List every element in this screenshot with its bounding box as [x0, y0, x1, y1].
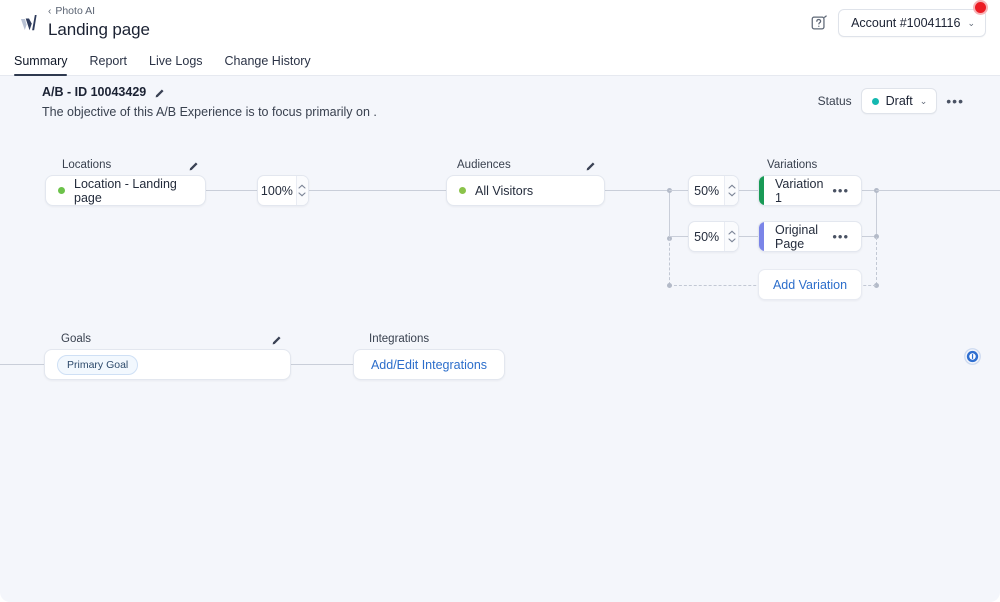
tab-live-logs[interactable]: Live Logs	[149, 54, 203, 68]
variation-card-1[interactable]: Variation 1 •••	[758, 175, 862, 206]
tab-summary[interactable]: Summary	[14, 53, 68, 76]
variation-card-2[interactable]: Original Page •••	[758, 221, 862, 252]
variation-1-label: Variation 1	[775, 176, 824, 205]
chevron-down-icon: ⌄	[967, 17, 975, 28]
location-weight-arrows[interactable]	[295, 176, 308, 205]
connector-joint-add-variation	[667, 283, 672, 288]
connector-weight-to-variation-2	[739, 236, 758, 237]
connector-merge-to-offscreen	[876, 190, 1000, 191]
variation-1-weight-arrows[interactable]	[724, 176, 738, 205]
connector-variation-2-to-merge	[862, 236, 876, 237]
connector-variation-1-to-merge	[862, 190, 876, 191]
location-card-label: Location - Landing page	[74, 176, 177, 205]
experience-more-menu-icon[interactable]: •••	[946, 93, 964, 109]
header-title-block: ‹ Photo AI Landing page	[48, 5, 150, 41]
section-label-integrations: Integrations	[369, 333, 430, 345]
connector-audience-to-split	[605, 190, 669, 191]
variation-2-weight-arrows[interactable]	[724, 222, 738, 251]
experience-id-row: A/B - ID 10043429	[42, 84, 377, 100]
variation-2-more-menu-icon[interactable]: •••	[832, 228, 849, 244]
variation-1-accent-bar	[759, 176, 764, 205]
connector-split-to-weight-2	[669, 236, 688, 237]
location-status-dot	[58, 187, 65, 194]
primary-goal-badge: Primary Goal	[57, 354, 139, 375]
status-indicator-dot	[871, 97, 879, 105]
connector-weight-to-audience	[309, 190, 446, 191]
page-title: Landing page	[48, 20, 150, 39]
connector-joint-merge-bottom	[874, 234, 879, 239]
connector-merge-vertical	[876, 190, 877, 237]
recording-indicator-dot	[973, 0, 988, 15]
connector-dashed-to-add-variation	[669, 285, 781, 286]
variation-1-weight-value[interactable]: 50%	[694, 183, 720, 198]
add-edit-integrations-button[interactable]: Add/Edit Integrations	[353, 349, 505, 380]
account-label: Account #10041116	[851, 16, 961, 30]
chevron-down-icon	[728, 192, 736, 197]
section-label-goals: Goals	[61, 333, 92, 345]
breadcrumb[interactable]: ‹ Photo AI	[48, 5, 150, 18]
edit-experience-pencil-icon[interactable]	[154, 87, 165, 98]
tab-report[interactable]: Report	[89, 54, 128, 68]
variation-1-weight-stepper[interactable]: 50%	[688, 175, 739, 206]
target-circle-icon[interactable]	[964, 348, 981, 365]
header-actions: Account #10041116 ⌄	[810, 0, 988, 37]
connector-weight-to-variation-1	[739, 190, 758, 191]
account-dropdown[interactable]: Account #10041116 ⌄	[838, 9, 986, 37]
status-label: Status	[817, 94, 852, 108]
connector-location-to-weight	[206, 190, 257, 191]
variation-2-accent-bar	[759, 222, 764, 251]
experience-canvas: A/B - ID 10043429 The objective of this …	[0, 76, 1000, 602]
webtrends-optimize-logo[interactable]	[14, 7, 44, 41]
section-label-locations: Locations	[62, 159, 112, 171]
location-weight-stepper[interactable]: 100%	[257, 175, 309, 206]
connector-offscreen-to-goal	[0, 364, 44, 365]
chevron-up-icon	[298, 184, 306, 189]
variation-1-more-menu-icon[interactable]: •••	[832, 182, 849, 198]
variation-2-weight-stepper[interactable]: 50%	[688, 221, 739, 252]
add-variation-button[interactable]: Add Variation	[758, 269, 862, 300]
connector-merge-dashed-vertical	[876, 237, 877, 285]
connector-split-dashed-vertical	[669, 238, 670, 285]
tab-bar: Summary Report Live Logs Change History	[0, 48, 1000, 76]
tab-change-history[interactable]: Change History	[224, 54, 311, 68]
help-question-box-icon[interactable]	[810, 14, 828, 32]
variation-2-weight-value[interactable]: 50%	[694, 229, 720, 244]
section-label-audiences: Audiences	[457, 159, 511, 171]
chevron-up-icon	[728, 184, 736, 189]
edit-goals-pencil-icon[interactable]	[271, 333, 282, 345]
audience-card[interactable]: All Visitors	[446, 175, 605, 206]
edit-audiences-pencil-icon[interactable]	[585, 159, 596, 171]
status-dropdown[interactable]: Draft ⌄	[860, 88, 938, 114]
goals-card[interactable]: Primary Goal	[44, 349, 291, 380]
experience-objective: The objective of this A/B Experience is …	[42, 105, 377, 119]
connector-split-to-weight-1	[669, 190, 688, 191]
experience-id: A/B - ID 10043429	[42, 85, 147, 99]
connector-split-vertical	[669, 190, 670, 238]
status-value: Draft	[885, 94, 913, 108]
connector-goal-to-integrations	[291, 364, 353, 365]
section-label-variations: Variations	[767, 159, 818, 171]
breadcrumb-parent-link[interactable]: Photo AI	[55, 5, 96, 17]
audience-card-label: All Visitors	[475, 183, 534, 198]
connector-joint-merge-dashed-end	[874, 283, 879, 288]
audience-status-dot	[459, 187, 466, 194]
location-card[interactable]: Location - Landing page	[45, 175, 206, 206]
variation-2-label: Original Page	[775, 222, 819, 251]
breadcrumb-back-chevron-icon[interactable]: ‹	[48, 6, 52, 17]
chevron-up-icon	[728, 230, 736, 235]
chevron-down-icon	[728, 238, 736, 243]
chevron-down-icon: ⌄	[919, 95, 928, 106]
app-header: ‹ Photo AI Landing page Account #1004111…	[0, 0, 1000, 48]
experience-header: A/B - ID 10043429 The objective of this …	[42, 84, 377, 121]
status-area: Status Draft ⌄ •••	[818, 88, 964, 114]
location-weight-value[interactable]: 100%	[260, 183, 293, 198]
chevron-down-icon	[298, 192, 306, 197]
edit-locations-pencil-icon[interactable]	[188, 159, 199, 171]
